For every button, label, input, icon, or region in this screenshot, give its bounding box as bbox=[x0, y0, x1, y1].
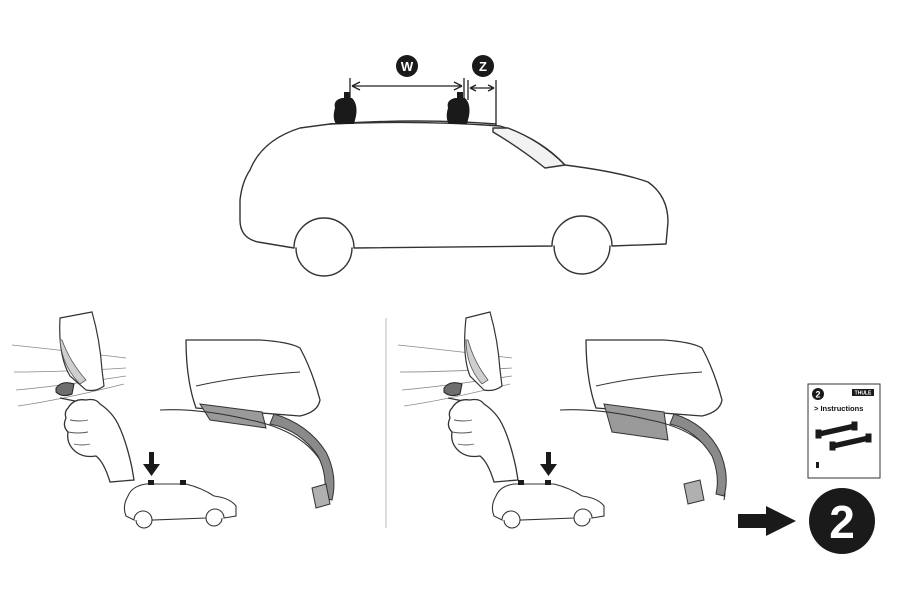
hand-icon bbox=[63, 398, 135, 483]
main-car-illustration bbox=[239, 120, 669, 277]
pull-tab bbox=[311, 483, 331, 509]
z-label-badge bbox=[472, 55, 494, 77]
instructions-booklet-icon: 2 THULE > Instructions bbox=[807, 383, 881, 479]
right-panel bbox=[397, 311, 727, 529]
roof-bars-icon bbox=[815, 421, 872, 451]
front-wheel bbox=[553, 245, 611, 275]
booklet-brand-tag bbox=[852, 389, 874, 396]
door-panel bbox=[185, 339, 321, 417]
pull-tab bbox=[683, 479, 705, 505]
hand-icon bbox=[447, 398, 519, 483]
pillar-shade bbox=[59, 339, 87, 385]
foot-pad-icon bbox=[148, 480, 154, 485]
clip-part bbox=[443, 382, 469, 403]
car-icon bbox=[123, 483, 237, 529]
next-step-number: 2 bbox=[829, 496, 855, 548]
foot-pad-icon bbox=[180, 480, 186, 485]
seal-shaded bbox=[603, 403, 669, 441]
windshield bbox=[492, 127, 566, 169]
finger-lines bbox=[451, 419, 475, 446]
next-step-badge bbox=[809, 488, 875, 554]
left-panel bbox=[11, 311, 335, 529]
booklet-step-badge bbox=[812, 388, 824, 400]
foot-pad-icon bbox=[518, 480, 524, 485]
foot-pad-icon bbox=[446, 92, 470, 124]
clip-part bbox=[55, 382, 81, 403]
arrow-down-icon bbox=[143, 452, 160, 476]
foot-pad-icon bbox=[545, 480, 551, 485]
w-label-badge bbox=[396, 55, 418, 77]
w-dimension bbox=[349, 78, 465, 98]
finger-lines bbox=[67, 419, 91, 446]
booklet-brand: THULE bbox=[855, 391, 872, 397]
car-body-outline bbox=[239, 121, 669, 249]
door-panel bbox=[585, 339, 723, 417]
z-dimension bbox=[467, 80, 497, 126]
rear-wheel bbox=[295, 247, 353, 277]
pillar-shade bbox=[465, 339, 489, 385]
w-label: W bbox=[401, 59, 414, 74]
z-label: Z bbox=[479, 59, 487, 74]
door-panel-edge bbox=[195, 371, 301, 387]
car-icon bbox=[491, 483, 605, 529]
arrow-down-icon bbox=[540, 452, 557, 476]
booklet-step-number: 2 bbox=[815, 390, 820, 400]
foot-pad-icon bbox=[333, 92, 357, 124]
rubber-seal bbox=[669, 413, 727, 497]
arrow-right-icon bbox=[738, 506, 796, 536]
booklet-small-part bbox=[816, 462, 819, 468]
booklet-title: > Instructions bbox=[814, 404, 863, 413]
door-panel-edge bbox=[595, 371, 703, 387]
